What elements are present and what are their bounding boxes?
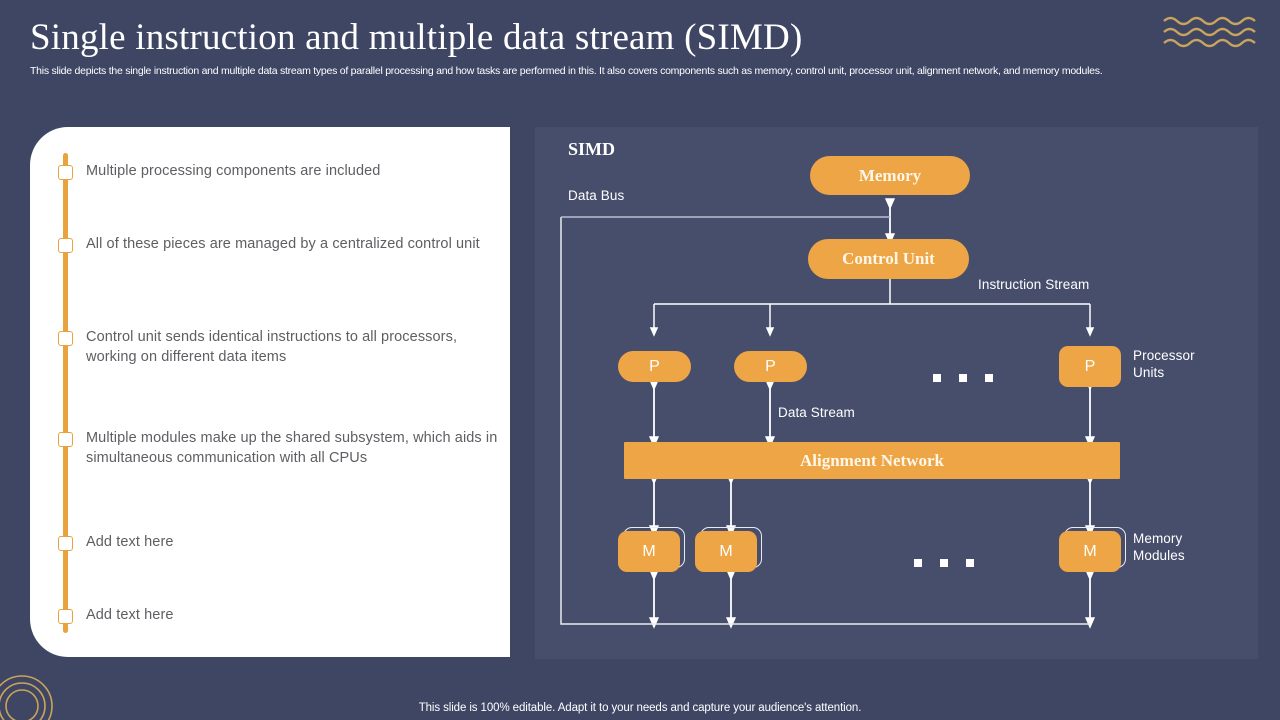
- data-stream-label: Data Stream: [778, 405, 855, 420]
- processor-unit-n[interactable]: P: [1059, 346, 1121, 387]
- ellipsis-dot: [959, 374, 967, 382]
- bullet-marker-icon: [58, 609, 73, 624]
- wave-decoration-icon: [1163, 16, 1256, 48]
- instruction-stream-label: Instruction Stream: [978, 277, 1090, 292]
- bullet-marker-icon: [58, 432, 73, 447]
- ellipsis-dot: [933, 374, 941, 382]
- list-item-label: Multiple modules make up the shared subs…: [86, 430, 498, 466]
- diagram-connectors: [560, 198, 1096, 629]
- ellipsis-dot: [940, 559, 948, 567]
- timeline-bar: [63, 153, 68, 633]
- page-subtitle: This slide depicts the single instructio…: [30, 65, 1103, 77]
- alignment-network-node[interactable]: Alignment Network: [624, 442, 1120, 479]
- memory-module-1[interactable]: M: [618, 531, 680, 572]
- bullets-card: Multiple processing components are inclu…: [30, 127, 510, 657]
- memory-module-2[interactable]: M: [695, 531, 757, 572]
- rings-decoration-icon: [0, 675, 53, 720]
- memory-module-n[interactable]: M: [1059, 531, 1121, 572]
- data-bus-label: Data Bus: [568, 188, 625, 203]
- bullet-marker-icon: [58, 331, 73, 346]
- list-item-label: Add text here: [86, 534, 174, 550]
- bullet-marker-icon: [58, 165, 73, 180]
- ellipsis-dot: [914, 559, 922, 567]
- memory-modules-label: Memory Modules: [1133, 531, 1185, 563]
- page-title: Single instruction and multiple data str…: [30, 17, 803, 58]
- control-unit-node[interactable]: Control Unit: [808, 239, 969, 279]
- list-item-label: All of these pieces are managed by a cen…: [86, 236, 480, 252]
- list-item-label: Control unit sends identical instruction…: [86, 329, 458, 365]
- ellipsis-dot: [985, 374, 993, 382]
- bullet-marker-icon: [58, 238, 73, 253]
- list-item-label: Add text here: [86, 607, 174, 623]
- diagram-title: SIMD: [568, 139, 616, 159]
- processor-unit-2[interactable]: P: [734, 351, 807, 382]
- ellipsis-dot: [966, 559, 974, 567]
- footer-note: This slide is 100% editable. Adapt it to…: [418, 702, 862, 714]
- memory-node[interactable]: Memory: [810, 156, 970, 195]
- processor-unit-1[interactable]: P: [618, 351, 691, 382]
- processor-units-label: Processor Units: [1133, 348, 1195, 380]
- simd-diagram-panel: SIMD: [535, 127, 1258, 659]
- bullet-marker-icon: [58, 536, 73, 551]
- list-item-label: Multiple processing components are inclu…: [86, 163, 381, 179]
